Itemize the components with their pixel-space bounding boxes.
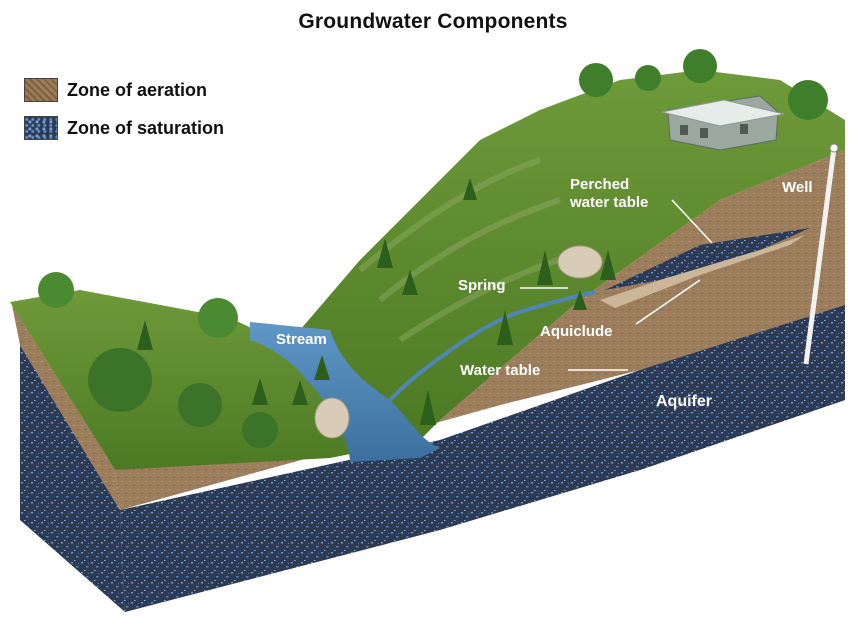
perched-water-lens bbox=[605, 228, 810, 290]
aeration-zone-front-left bbox=[12, 305, 120, 510]
label-aquiclude: Aquiclude bbox=[540, 323, 613, 340]
aeration-swatch bbox=[24, 78, 58, 102]
label-water-table: Water table bbox=[460, 362, 540, 379]
label-well: Well bbox=[782, 179, 813, 196]
boulder-hill bbox=[557, 245, 603, 279]
legend-item-aeration: Zone of aeration bbox=[24, 76, 207, 104]
saturation-zone-front bbox=[20, 345, 125, 612]
label-spring: Spring bbox=[458, 277, 506, 294]
label-aquifer: Aquifer bbox=[656, 393, 712, 410]
saturation-swatch bbox=[24, 116, 58, 140]
page-title: Groundwater Components bbox=[298, 10, 568, 33]
leader-lines bbox=[520, 199, 713, 371]
legend-label-aeration: Zone of aeration bbox=[67, 79, 208, 100]
label-perched-line1: Perched bbox=[570, 176, 629, 193]
well-pipe bbox=[803, 143, 839, 365]
boulder-stream bbox=[314, 397, 350, 439]
legend-label-saturation: Zone of saturation bbox=[67, 117, 224, 138]
conifer-trees bbox=[137, 178, 616, 425]
aeration-zone-right-wedge bbox=[440, 150, 845, 420]
spring-flow bbox=[388, 290, 596, 402]
aquiclude-layer bbox=[600, 235, 805, 308]
house bbox=[661, 95, 785, 151]
deciduous-trees bbox=[38, 49, 828, 448]
label-perched-line2: water table bbox=[569, 194, 648, 211]
legend-item-saturation: Zone of saturation bbox=[24, 114, 224, 142]
saturation-zone-bottom-face bbox=[120, 310, 845, 612]
aquifer-zone bbox=[440, 305, 845, 470]
label-stream: Stream bbox=[276, 331, 327, 348]
stream bbox=[250, 322, 440, 462]
